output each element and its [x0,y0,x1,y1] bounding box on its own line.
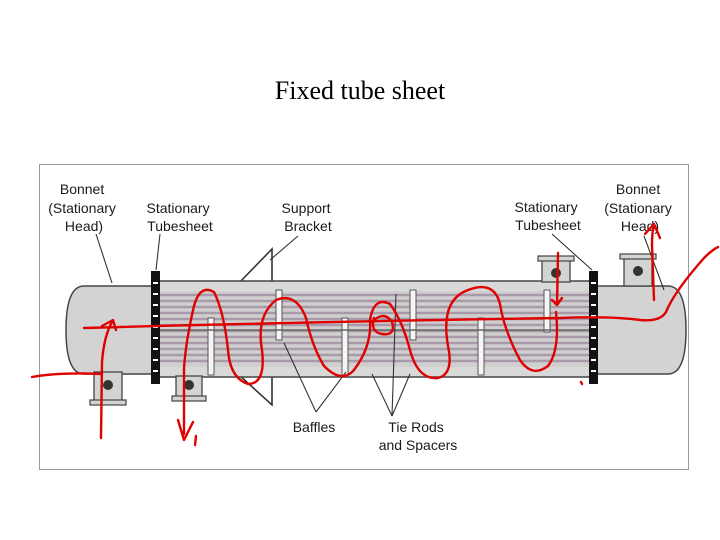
label-tubesheet-left: Stationary Tubesheet [147,200,214,234]
slide-title: Fixed tube sheet [274,76,446,105]
bonnet-inlet-nozzle [89,371,127,406]
label-support-bracket: Support Bracket [282,200,335,234]
shell-flow-accent-2 [579,380,584,386]
label-tie-rods: Tie Rods and Spacers [379,419,458,453]
tube-flow-straight-path [82,245,720,330]
label-bonnet-right: Bonnet (Stationary Head) [604,181,676,234]
shell-flow-outlet-arrowhead [176,418,195,442]
tube-flow-outlet-up [650,224,656,302]
shell-flow-left-stroke [30,372,104,379]
flow-annotations [30,222,720,447]
tube-flow-inlet-path [99,320,114,440]
label-bonnet-left: Bonnet (Stationary Head) [48,181,120,234]
label-tubesheet-right: Stationary Tubesheet [515,199,582,233]
label-baffles: Baffles [293,419,336,435]
tube-flow-outlet-arrowhead [643,222,662,240]
shell-outlet-nozzle [171,375,207,402]
shell-inlet-nozzle [537,255,575,283]
shell-flow-accent-1 [193,434,198,447]
shell-flow-loop [370,314,395,336]
shell-flow-serpentine [182,251,564,436]
baffles [207,289,551,376]
bonnet-outlet-nozzle [619,253,657,287]
right-bonnet [595,285,687,375]
